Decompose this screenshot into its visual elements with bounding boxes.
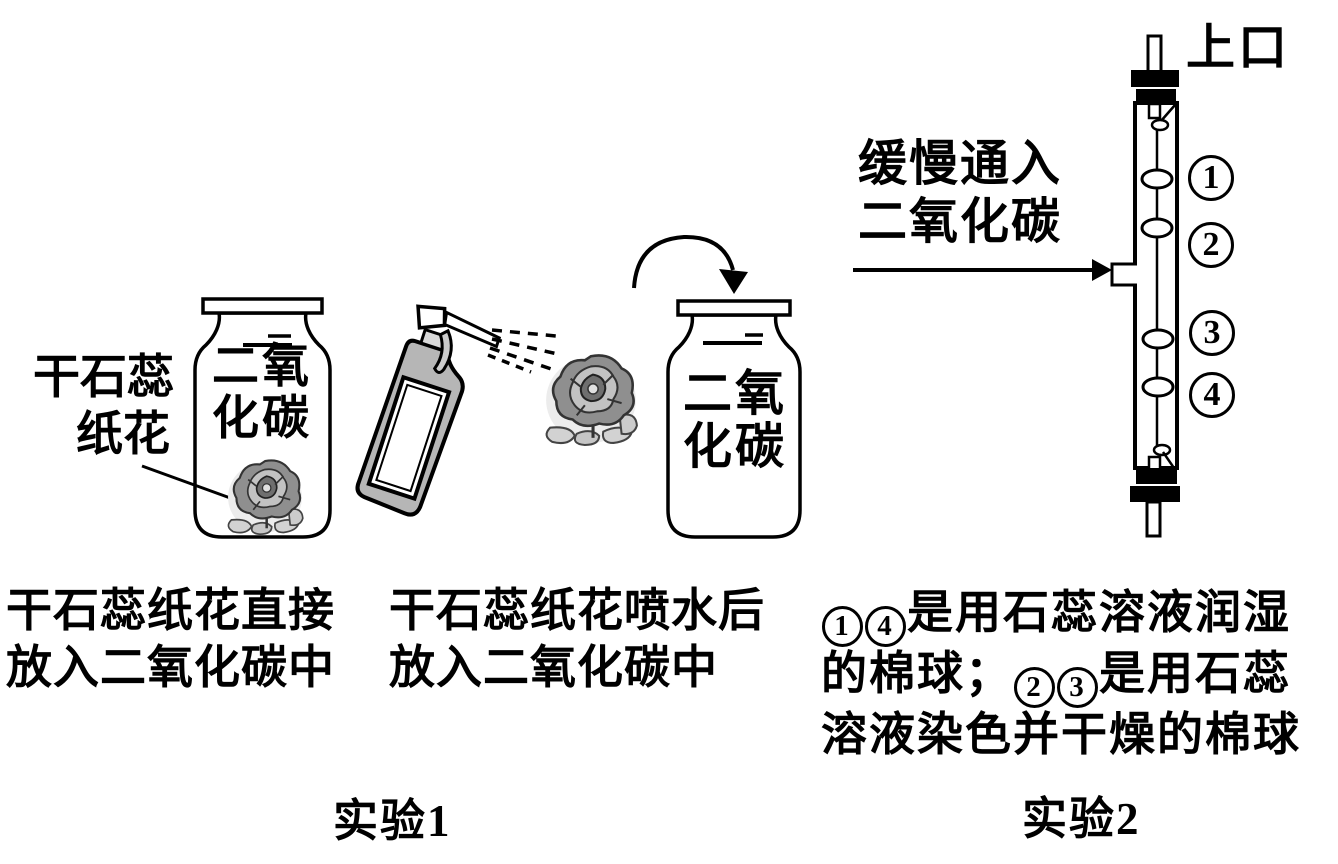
experiment2-note-line3: 溶液染色并干燥的棉球 [821,710,1301,760]
tube-bottom-stopper [1136,468,1177,484]
bottle-left-gas-label-line2: 化碳 [212,393,312,445]
top-opening-label: 上口 [1186,20,1291,75]
co2-flow-arrow [853,259,1112,281]
spray-mist [487,328,563,374]
note-circle-1: 1 [822,606,863,648]
glass-tube [1110,34,1180,538]
caption-right-line2: 放入二氧化碳中 [389,642,718,693]
flower-pointer-label-line2: 纸花 [76,409,170,461]
experiment1-title: 实验1 [333,796,452,846]
tube-bottom-opening [1145,500,1162,538]
cotton-ball-label-4: 4 [1189,372,1235,418]
bottle-left-gas-label-line1: 二氧 [212,341,312,393]
inlet-label-line2: 二氧化碳 [858,194,1063,249]
note-circle-2: 2 [1014,667,1055,709]
note-line3-text: 溶液染色并干燥的棉球 [821,709,1301,760]
transfer-arrow [632,234,748,294]
note-line1-text: 是用石蕊溶液润湿 [907,587,1291,638]
experiment2-title: 实验2 [1022,794,1141,844]
litmus-paper-flower-sprayed [544,353,639,447]
spray-bottle [355,304,502,517]
caption-left-line1: 干石蕊纸花直接 [6,585,335,636]
gas-bottle-right [666,299,802,539]
note-line2-text1: 的棉球； [821,648,1013,699]
tube-side-port [1110,262,1137,287]
flower-pointer-line [141,464,234,501]
caption-left-line2: 放入二氧化碳中 [6,642,335,693]
note-circle-3: 3 [1057,667,1098,709]
cotton-ball-label-1: 1 [1188,155,1234,201]
cotton-ball-2 [1140,217,1174,239]
caption-right-line1: 干石蕊纸花喷水后 [389,585,765,636]
bottle-right-gas-label-line1: 二氧 [683,366,788,421]
bottle-right-gas-label-line2: 化碳 [683,419,788,474]
spray-cap [416,304,447,330]
spray-bottle-label [366,374,452,502]
cotton-ball-label-3: 3 [1189,310,1235,356]
flower-pointer-label-line1: 干石蕊 [33,352,174,404]
note-circle-4: 4 [865,606,906,648]
note-line2-text2: 是用石蕊 [1099,648,1291,699]
tube-top-opening [1146,34,1163,74]
spray-nozzle [443,310,502,349]
cotton-ball-3 [1141,328,1175,350]
bottle-left-lid [201,297,324,315]
tube-top-hook [1147,102,1176,132]
cotton-ball-label-2: 2 [1188,222,1234,268]
inlet-label-line1: 缓慢通入 [858,136,1063,191]
spray-trigger [432,328,453,374]
tube-bottom-hook [1147,443,1176,472]
cotton-ball-4 [1141,376,1175,398]
bottle-right-lid [676,299,792,317]
tube-top-stopper [1131,70,1179,87]
cotton-ball-1 [1140,168,1174,190]
